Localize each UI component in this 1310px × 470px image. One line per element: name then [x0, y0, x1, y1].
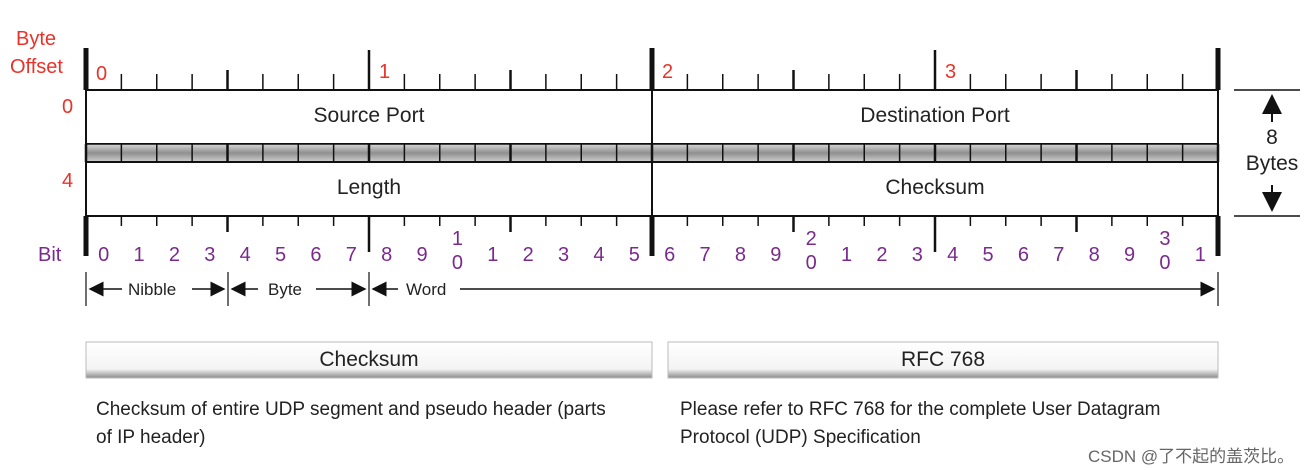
bit-label: Bit	[38, 244, 62, 266]
checksum-note-box	[85, 341, 653, 379]
note-rfc-text: Please refer to RFC 768 for the complete…	[680, 399, 1161, 448]
bit-number: 0	[805, 252, 817, 274]
bit-number: 0	[1159, 252, 1171, 274]
bit-number: 9	[770, 244, 782, 266]
bit-number: 3	[558, 244, 570, 266]
bit-number: 0	[98, 244, 110, 266]
note-rfc-title: RFC 768	[900, 348, 986, 371]
bit-number: 8	[734, 244, 746, 266]
bit-number: 3	[204, 244, 216, 266]
bit-number: 6	[310, 244, 322, 266]
bit-number: 4	[593, 244, 605, 266]
size-indicator-number: 8	[1266, 126, 1278, 149]
row-offset-0: 0	[62, 96, 74, 118]
bit-number: 9	[416, 244, 428, 266]
scale-byte-label: Byte	[268, 280, 303, 299]
bit-number: 8	[1088, 244, 1100, 266]
note-checksum-text: Checksum of entire UDP segment and pseud…	[96, 399, 606, 448]
rfc-note-box	[667, 341, 1219, 379]
bit-number: 7	[1053, 244, 1065, 266]
bit-number: 5	[628, 244, 640, 266]
bit-number: 1	[451, 228, 463, 250]
bit-number: 3	[1159, 228, 1171, 250]
bit-number: 1	[1194, 244, 1206, 266]
bit-number: 2	[168, 244, 180, 266]
bit-number: 7	[699, 244, 711, 266]
bit-number: 4	[239, 244, 251, 266]
field-checksum: Checksum	[885, 176, 985, 199]
bit-number: 0	[451, 252, 463, 274]
byte-offset-label-line2: Offset	[10, 56, 63, 78]
byte-marker-1: 1	[379, 61, 391, 83]
field-source-port: Source Port	[313, 104, 425, 127]
bit-number: 3	[911, 244, 923, 266]
byte-offset-label-line1: Byte	[16, 28, 57, 50]
field-length: Length	[336, 176, 402, 199]
bit-number: 2	[805, 228, 817, 250]
bit-number: 6	[1017, 244, 1029, 266]
bit-number: 4	[947, 244, 959, 266]
middle-band-ticks	[84, 144, 1220, 162]
scale-word-label: Word	[406, 280, 447, 299]
bit-number: 1	[841, 244, 853, 266]
size-indicator	[1234, 89, 1300, 217]
bit-number: 2	[876, 244, 888, 266]
bottom-bit-ruler	[83, 216, 1221, 256]
bit-number: 2	[522, 244, 534, 266]
bit-number: 9	[1124, 244, 1136, 266]
size-indicator-unit: Bytes	[1245, 152, 1299, 175]
top-bit-ruler	[83, 48, 1221, 90]
bit-number: 5	[275, 244, 287, 266]
scale-lines	[85, 272, 1219, 306]
byte-marker-2: 2	[662, 61, 674, 83]
bit-number: 7	[345, 244, 357, 266]
bit-number: 1	[487, 244, 499, 266]
bit-number: 8	[381, 244, 393, 266]
bit-number: 1	[133, 244, 145, 266]
byte-marker-3: 3	[945, 61, 957, 83]
bit-number: 6	[664, 244, 676, 266]
row-offset-4: 4	[62, 170, 74, 192]
watermark: CSDN @了不起的盖茨比。	[1088, 447, 1295, 466]
field-destination-port: Destination Port	[860, 104, 1010, 127]
scale-nibble-label: Nibble	[128, 280, 177, 299]
byte-marker-0: 0	[96, 63, 108, 85]
note-checksum-title: Checksum	[319, 348, 419, 371]
bit-number: 5	[982, 244, 994, 266]
